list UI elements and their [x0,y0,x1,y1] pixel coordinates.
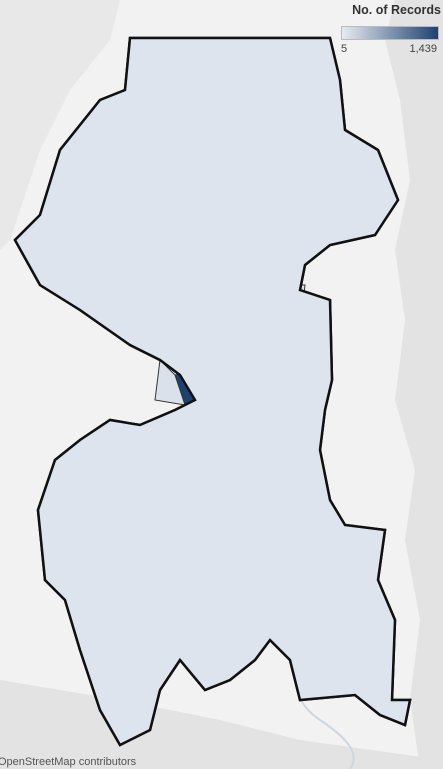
map-attribution[interactable]: OpenStreetMap contributors [0,756,137,768]
land-west-north [0,0,120,250]
legend-title: No. of Records [352,3,441,17]
legend-gradient-bar [341,26,439,40]
legend-ticks: 5 1,439 [341,43,437,55]
color-legend[interactable]: No. of Records 5 1,439 [333,0,441,55]
city-outline-top [13,36,412,747]
legend-max-label: 1,439 [409,43,437,55]
legend-min-label: 5 [341,43,348,55]
land-east [385,0,443,769]
